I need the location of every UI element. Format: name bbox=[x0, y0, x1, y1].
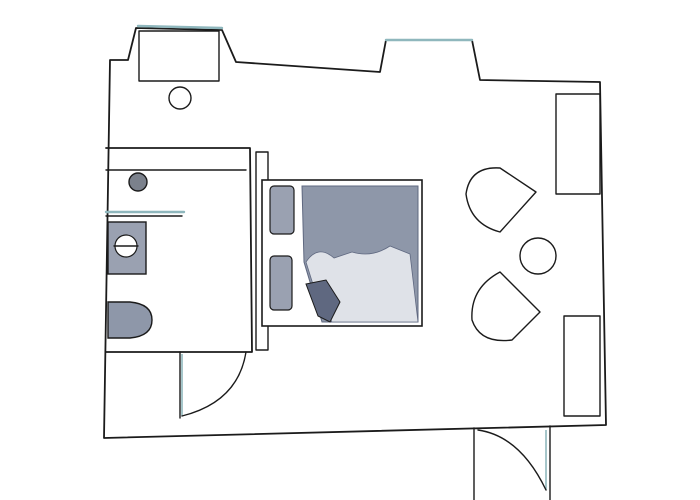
window-left-glass bbox=[136, 24, 224, 30]
cabinet-top-right bbox=[555, 93, 601, 195]
window-left-ledge bbox=[138, 30, 220, 82]
duvet-folded-corner bbox=[305, 279, 341, 323]
bathroom-door-swing bbox=[181, 351, 247, 417]
pillow-left bbox=[269, 185, 295, 235]
pillow-right bbox=[269, 255, 293, 311]
round-table-icon bbox=[519, 237, 557, 275]
armchair-icon bbox=[465, 167, 537, 233]
round-fixture-icon bbox=[168, 86, 192, 110]
armchair-icon-2 bbox=[471, 271, 541, 342]
toilet-icon bbox=[107, 301, 153, 339]
entry-door-swing bbox=[477, 429, 547, 491]
cabinet-bottom-right bbox=[563, 315, 601, 417]
bathroom-wall bbox=[105, 147, 253, 353]
bed-icon bbox=[269, 185, 419, 323]
sink-icon bbox=[128, 172, 148, 192]
